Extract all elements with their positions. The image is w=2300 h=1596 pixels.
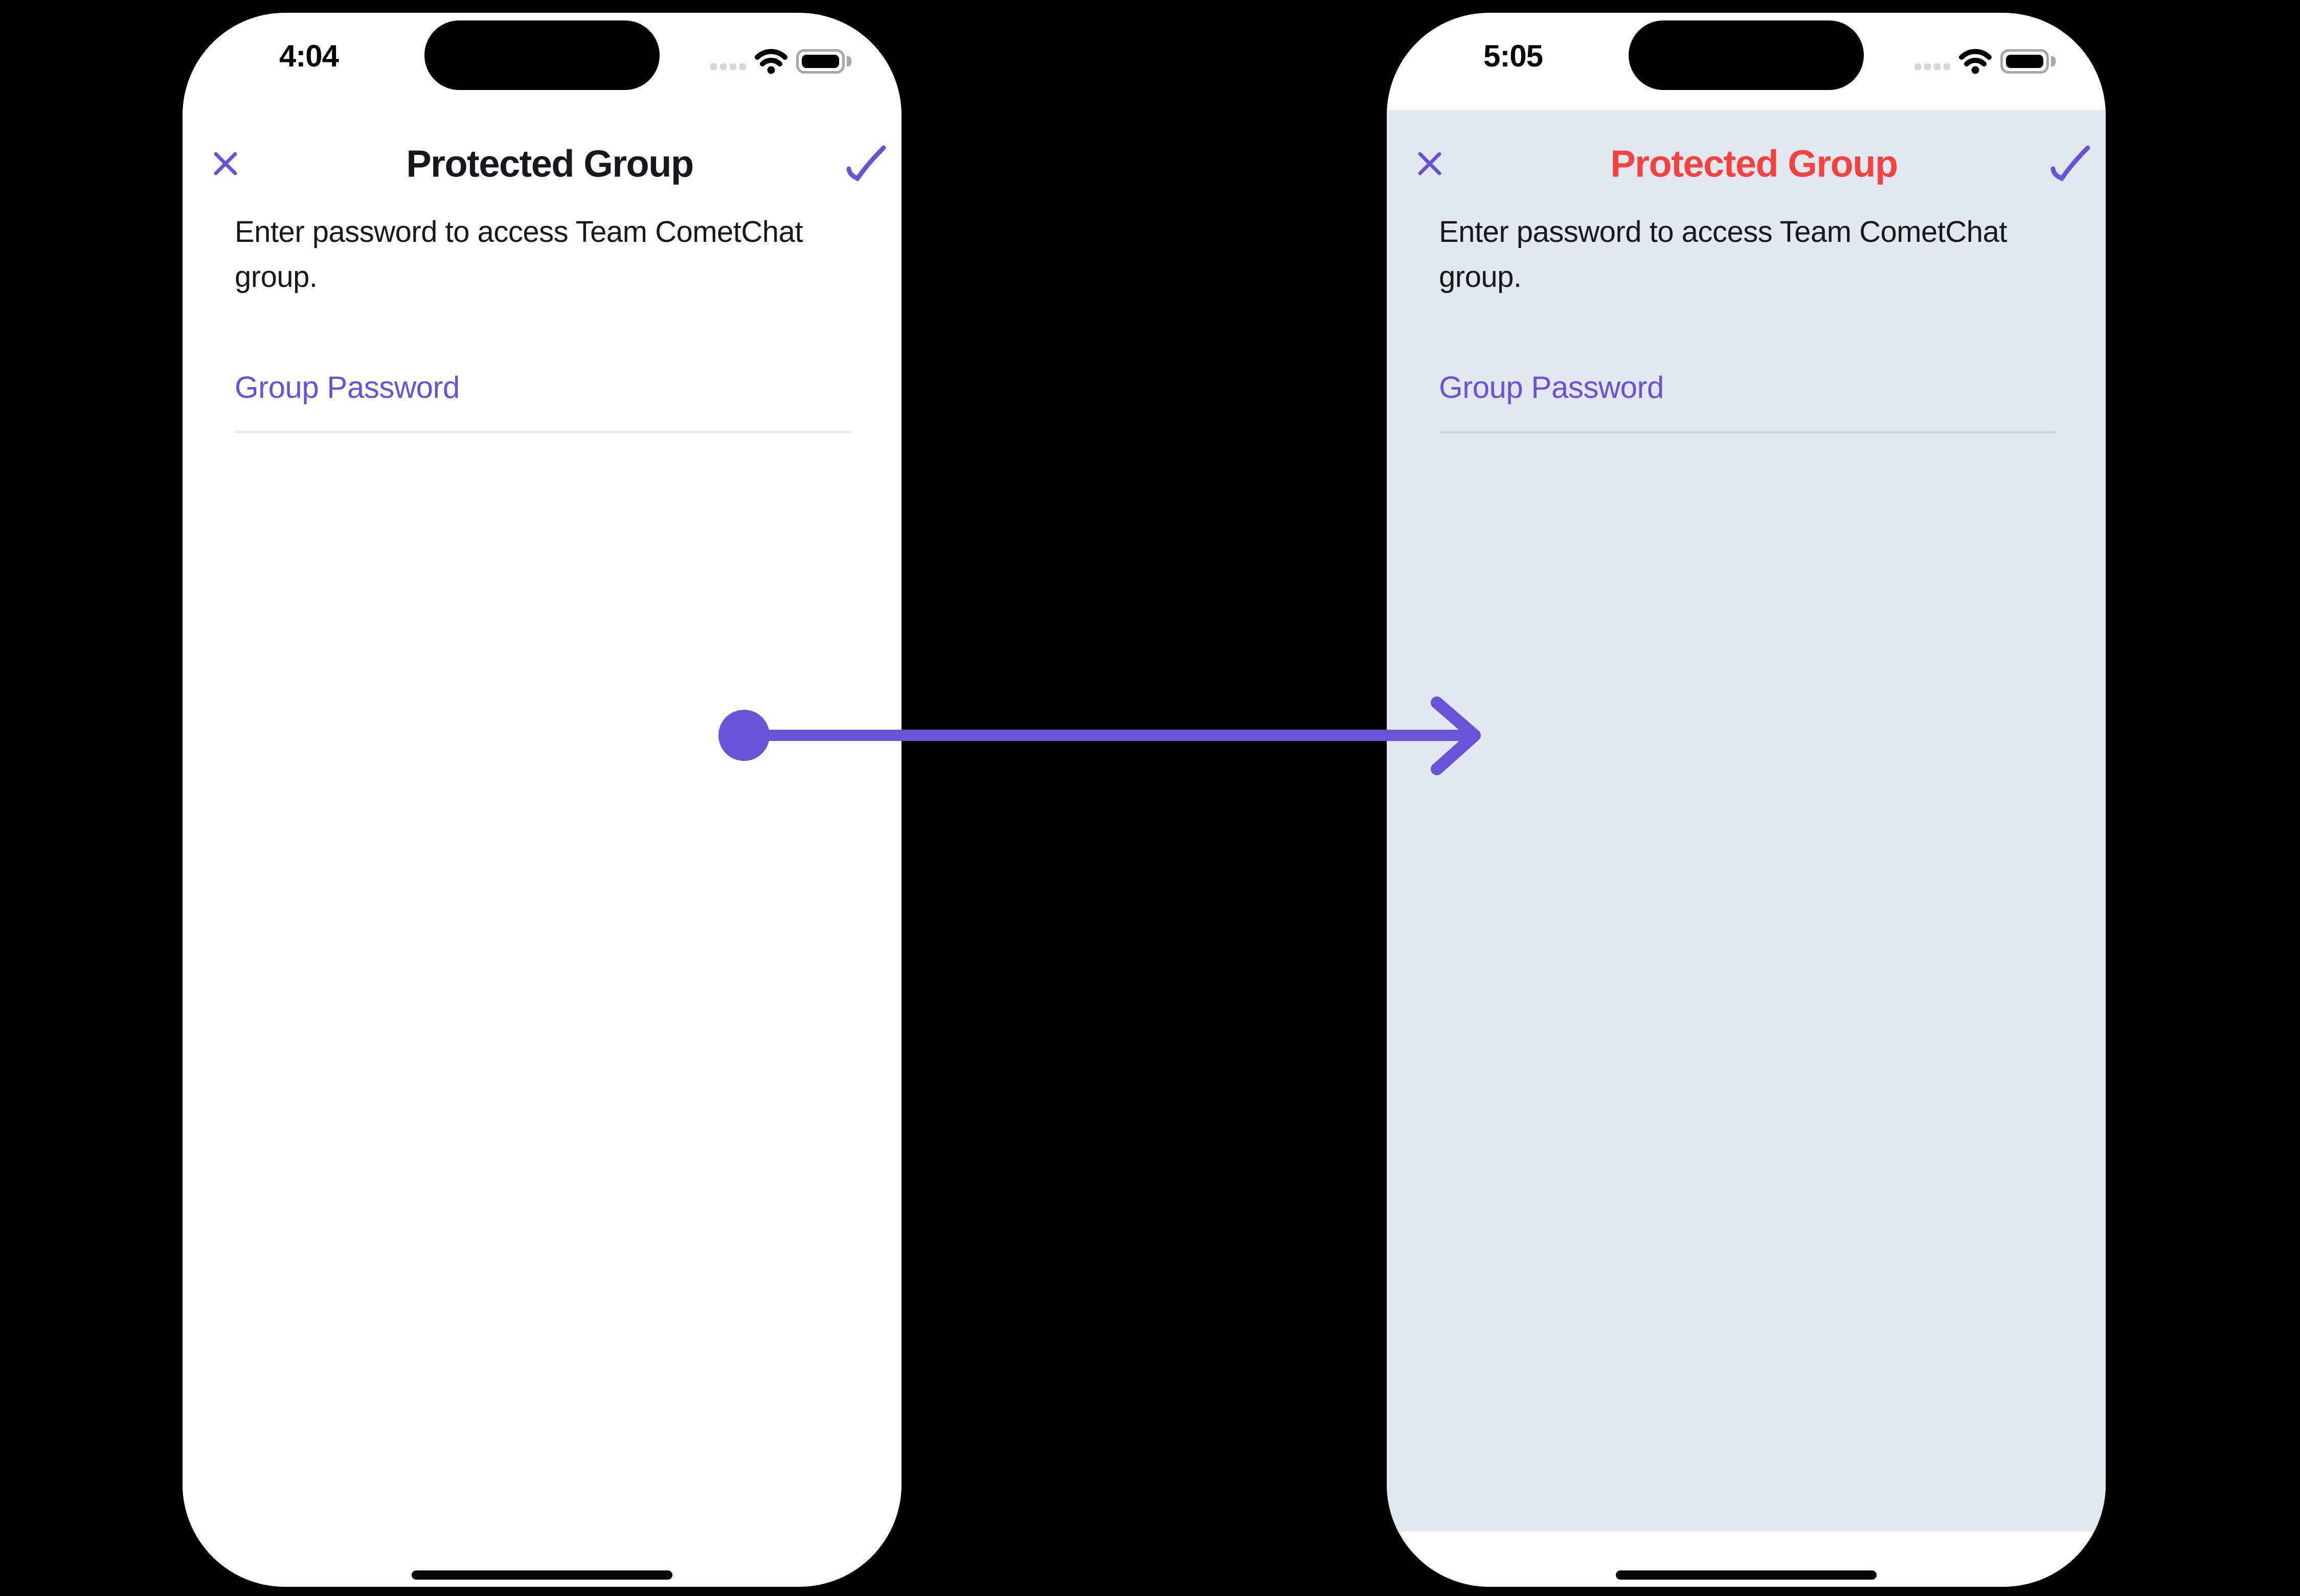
home-indicator[interactable] — [412, 1570, 672, 1580]
status-bar: 4:04 — [183, 13, 901, 110]
phone-mockup-default: 4:04 Protected Group — [183, 13, 901, 1587]
close-icon — [214, 152, 237, 175]
status-bar: 5:05 — [1387, 13, 2106, 110]
field-underline — [1439, 431, 2056, 433]
navigation-bar: Protected Group — [212, 136, 887, 192]
group-password-placeholder: Group Password — [1439, 370, 1664, 404]
wifi-icon — [755, 49, 787, 74]
screen-content: Protected Group Enter password to access… — [183, 110, 901, 1532]
close-icon — [1418, 152, 1441, 175]
status-time: 5:05 — [1483, 39, 1543, 73]
cellular-signal-icon — [1914, 63, 1950, 70]
screen-content: Protected Group Enter password to access… — [1387, 110, 2106, 1532]
close-button[interactable] — [212, 150, 239, 177]
confirm-button[interactable] — [2049, 144, 2091, 183]
page-title: Protected Group — [406, 142, 694, 185]
checkmark-icon — [846, 145, 886, 182]
group-password-field[interactable]: Group Password — [1439, 368, 2056, 433]
confirm-button[interactable] — [845, 144, 887, 183]
battery-icon — [796, 49, 845, 74]
status-time: 4:04 — [279, 39, 339, 73]
group-password-placeholder: Group Password — [235, 370, 460, 404]
status-icons — [710, 41, 851, 82]
arrow-right-icon — [1431, 696, 1481, 775]
page-title: Protected Group — [1610, 142, 1898, 185]
home-indicator[interactable] — [1616, 1570, 1877, 1580]
cellular-signal-icon — [710, 63, 746, 70]
arrow-line — [741, 730, 1465, 741]
dynamic-island-icon — [424, 20, 660, 90]
wifi-icon — [1959, 49, 1992, 74]
navigation-bar: Protected Group — [1416, 136, 2091, 192]
battery-icon — [2000, 49, 2049, 74]
status-icons — [1914, 41, 2056, 82]
checkmark-icon — [2050, 145, 2090, 182]
battery-nub — [2051, 56, 2056, 66]
close-button[interactable] — [1416, 150, 1443, 177]
battery-nub — [847, 56, 851, 66]
phone-mockup-custom-theme: 5:05 Protected Group — [1387, 13, 2106, 1587]
group-password-field[interactable]: Group Password — [235, 368, 851, 433]
field-underline — [235, 431, 851, 433]
password-instructions: Enter password to access Team CometChat … — [235, 215, 803, 294]
dynamic-island-icon — [1629, 20, 1864, 90]
password-instructions: Enter password to access Team CometChat … — [1439, 215, 2007, 294]
